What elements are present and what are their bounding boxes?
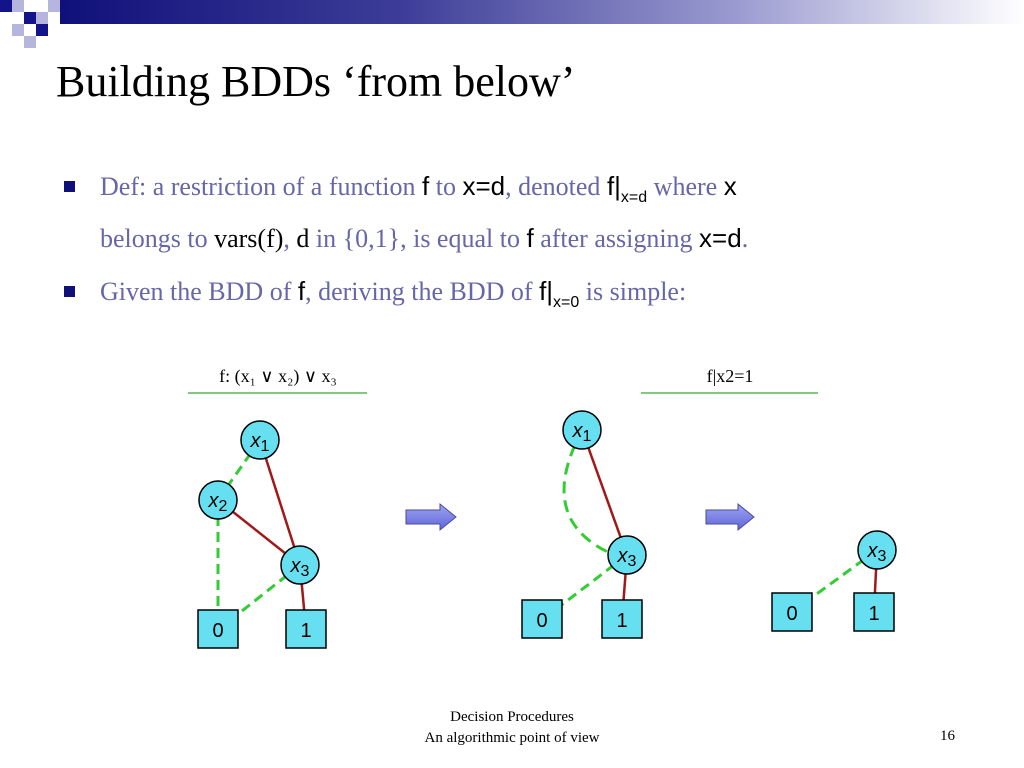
math-f-restrict: f|: [606, 171, 621, 201]
deco-square: [24, 36, 36, 48]
math-f-restrict: f|: [539, 276, 554, 306]
svg-text:x3: x3: [617, 545, 637, 570]
text: Def: a restriction of a function: [100, 172, 422, 201]
deco-square: [24, 12, 36, 24]
text: ,: [283, 224, 297, 253]
label-left: f: (x₁ ∨ x₂) ∨ x₃: [219, 366, 337, 387]
node-x3: x3: [607, 535, 647, 575]
text: in {0,1}, is equal to: [309, 224, 527, 253]
math-subscript: x=0: [553, 294, 580, 311]
math-subscript: x=d: [620, 189, 648, 206]
arrow-right-icon: [705, 502, 755, 532]
text: to: [429, 172, 463, 201]
text: where: [647, 172, 724, 201]
node-x3: x3: [857, 530, 897, 570]
math-f: f: [297, 276, 306, 306]
edge-high-x1-x3: [258, 439, 302, 566]
svg-text:x3: x3: [867, 540, 887, 565]
text: after assigning: [533, 224, 700, 253]
footer: Decision Procedures An algorithmic point…: [380, 707, 644, 749]
svg-text:x2: x2: [208, 490, 228, 515]
terminal-0: 0: [521, 599, 563, 639]
math-x-eq-d: x=d: [699, 223, 742, 253]
terminal-0: 0: [771, 592, 813, 632]
svg-text:0: 0: [212, 620, 223, 642]
terminal-1: 1: [285, 609, 327, 649]
math-f: f: [422, 171, 430, 201]
text: belongs to: [100, 224, 215, 253]
deco-square: [0, 0, 12, 12]
math-x: x: [723, 171, 737, 201]
node-x3: x3: [280, 545, 320, 585]
gradient-bar: [60, 0, 1024, 24]
edge-high-x1-x3: [580, 429, 629, 556]
svg-text:x3: x3: [290, 555, 310, 580]
deco-square: [12, 24, 24, 36]
svg-text:0: 0: [786, 603, 797, 625]
svg-text:x1: x1: [250, 430, 270, 455]
text: , deriving the BDD of: [305, 277, 540, 306]
math-vars: vars(f): [214, 224, 284, 253]
node-x1: x1: [240, 420, 280, 460]
edge-low-x1-x2: [216, 439, 262, 501]
terminal-0: 0: [197, 609, 239, 649]
edge-low-x1-x3: [562, 444, 611, 555]
deco-square: [12, 0, 24, 12]
bullet-list: Def: a restriction of a function f to x=…: [62, 166, 982, 335]
bullet-marker: [64, 286, 75, 297]
text: , denoted: [505, 172, 607, 201]
math-d: d: [296, 224, 310, 253]
svg-text:1: 1: [868, 603, 879, 625]
text: .: [741, 224, 749, 253]
footer-line-1: Decision Procedures: [450, 709, 574, 725]
deco-square: [36, 24, 48, 36]
math-x-eq-d: x=d: [462, 171, 506, 201]
footer-line-2: An algorithmic point of view: [424, 730, 600, 746]
page-number: 16: [940, 728, 955, 744]
deco-square: [48, 0, 60, 12]
svg-text:0: 0: [536, 610, 547, 632]
label-right: f|x2=1: [707, 366, 754, 386]
bullet-marker: [64, 181, 75, 192]
node-x1: x1: [562, 410, 602, 450]
node-x2: x2: [198, 480, 238, 520]
svg-text:1: 1: [616, 610, 627, 632]
math-f: f: [526, 223, 534, 253]
arrow-right-icon: [405, 502, 457, 532]
svg-text:1: 1: [300, 620, 311, 642]
terminal-1: 1: [601, 599, 643, 639]
slide-title: Building BDDs ‘from below’: [56, 57, 576, 106]
top-decoration: [0, 0, 1024, 48]
bullet-given: Given the BDD of f, deriving the BDD of …: [62, 271, 982, 323]
svg-text:x1: x1: [572, 420, 592, 445]
terminal-1: 1: [853, 592, 895, 632]
deco-square: [36, 12, 48, 24]
bullet-definition: Def: a restriction of a function f to x=…: [62, 166, 982, 259]
text: Given the BDD of: [100, 277, 298, 306]
text: is simple:: [579, 277, 687, 306]
